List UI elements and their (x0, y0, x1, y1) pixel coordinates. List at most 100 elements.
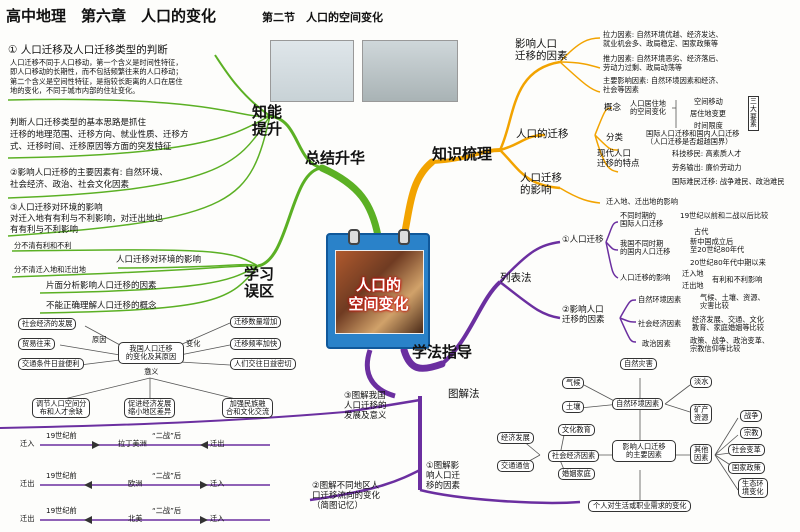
m1-row-sub: 新中国成立后 至20世纪80年代 (690, 237, 745, 255)
error-item: 人口迁移对环境的影响 (116, 255, 202, 265)
factor-center-node: 影响人口迁移 的主要因素 (612, 440, 676, 462)
impact-body: 迁入地、迁出地的影响 (606, 197, 678, 206)
table-item-1: ①人口迁移 (562, 235, 604, 245)
factor-push: 推力因素: 自然环境恶劣、经济落后、 劳动力过剩、政局动荡等 (603, 54, 723, 72)
change-node: 迁移频率加快 (230, 338, 282, 350)
error-item: 不能正确理解人口迁移的概念 (46, 301, 157, 311)
social-item: 交通通信 (497, 460, 534, 472)
personal-factor-node: 个人对生活或职业需求的变化 (588, 500, 692, 512)
modern-item: 国际难民迁移: 战争难民、政治难民 (672, 177, 785, 186)
diagram-method-label: 图解法 (448, 388, 480, 400)
binder-ring-icon (348, 229, 360, 245)
migration-cartoon-image (270, 40, 354, 102)
central-topic-card: 人口的 空间变化 (326, 229, 430, 349)
summary-branch-label: 总结升华 (305, 149, 366, 167)
concept-label: 概念 (604, 103, 622, 113)
element-item: 居住地变更 (690, 109, 726, 118)
factor-main: 主要影响因素: 自然环境因素和经济、 社会等因素 (603, 76, 723, 94)
m1-row-sub: 迁出地 (682, 281, 704, 290)
factor-pull: 拉力因素: 自然环境优越、经济发达、 就业机会多、政局稳定、国家政策等 (603, 30, 723, 48)
reason-node: 交通条件日益便利 (18, 358, 84, 370)
knowledge-branch-label: 知识梳理 (432, 145, 493, 163)
element-item: 空间移动 (694, 97, 723, 106)
ability-point-2: ②影响人口迁移的主要因素有: 自然环境、 社会经济、政治、社会文化因素 (10, 168, 168, 190)
method-branch-label: 学法指导 (412, 343, 473, 361)
m1-row-note: 有利和不利影响 (712, 275, 763, 284)
m2-row-sub: 政策、战争、政治变革、 宗教信仰等比较 (690, 336, 770, 354)
reason-label: 原因 (92, 335, 107, 344)
meaning-node: 调节人口空间分 布和人才余缺 (32, 398, 91, 418)
m2-row-label: 社会经济因素 (638, 319, 682, 328)
section-subtitle: 第二节 人口的空间变化 (262, 11, 383, 24)
m1-row-sub: 20世纪80年代中期以来 (690, 258, 766, 267)
meaning-node: 促进经济发展 缩小地区差异 (124, 398, 176, 418)
page-title: 高中地理 第六章 人口的变化 (6, 7, 217, 25)
social-item: 婚姻家庭 (558, 468, 595, 480)
classify-label: 分类 (606, 133, 624, 143)
flow-region: 北美 (128, 514, 143, 523)
change-node: 迁移数量增加 (230, 316, 282, 328)
m1-row-sub: 古代 (694, 227, 709, 236)
error-branch-label: 学习 误区 (244, 265, 275, 301)
diagram-item-3: ③图解我国 人口迁移的 发展及意义 (344, 391, 387, 421)
flow-after: “二战”后 (152, 431, 182, 440)
china-center-node: 我国人口迁移 的变化及其原因 (118, 342, 184, 364)
natural-item: 淡水 (690, 376, 713, 388)
migration-branch-label: 人口的迁移 (516, 128, 569, 140)
flow-right: 迁出 (210, 439, 225, 448)
classify-body: 国际人口迁移和国内人口迁移 （人口迁移是否超越国界） (646, 129, 740, 147)
table-item-2: ②影响人口 迁移的因素 (562, 305, 605, 325)
flow-right: 迁入 (210, 479, 225, 488)
error-item: 片面分析影响人口迁移的因素 (46, 281, 157, 291)
other-item: 国家政策 (728, 462, 765, 474)
flow-before: 19世纪前 (46, 431, 77, 440)
flow-before: 19世纪前 (46, 471, 77, 480)
m2-row-label: 自然环境因素 (638, 295, 682, 304)
m1-row-sub: 19世纪以前和二战以后比较 (680, 211, 769, 220)
reason-node: 贸易往来 (18, 338, 55, 350)
three-elements-label: 三 大 要 素 (748, 96, 759, 132)
change-label: 变化 (186, 339, 201, 348)
ability-point-1-title: ① 人口迁移及人口迁移类型的判断 (8, 44, 168, 56)
crowd-photo (335, 250, 424, 334)
meaning-label: 意义 (144, 367, 159, 376)
ability-point-1-body: 人口迁移不同于人口移动，第一个含义是时间性特征， 即人口移动的长期性，而不包括频… (10, 58, 183, 96)
social-item: 文化教育 (558, 424, 595, 436)
m1-row-label: 不同时期的 国际人口迁移 (620, 211, 664, 229)
meaning-node: 加强民族融 合和文化交流 (222, 398, 274, 418)
modern-item: 科技移民: 高素质人才 (672, 149, 742, 158)
error-item: 分不清迁入地和迁出地 (14, 265, 86, 274)
flow-after: “二战”后 (152, 506, 182, 515)
modern-features-label: 现代人口 迁移的特点 (597, 149, 640, 169)
flow-left: 迁入 (20, 439, 35, 448)
ability-point-3: ③人口迁移对环境的影响 对迁入地有有利与不利影响，对迁出地也 有有利与不利影响 (10, 203, 164, 236)
flow-after: “二战”后 (152, 471, 182, 480)
m1-row-label: 我国不同时期 的国内人口迁移 (620, 239, 671, 257)
other-item: 生态环 境变化 (738, 478, 768, 498)
table-method-label: 列表法 (500, 272, 532, 284)
natural-item: 矿产 资源 (690, 404, 713, 424)
flow-region: 拉丁美洲 (118, 439, 147, 448)
modern-item: 劳务输出: 廉价劳动力 (672, 163, 742, 172)
flow-left: 迁出 (20, 479, 35, 488)
natural-item: 气候 (562, 377, 585, 389)
central-topic-title: 人口的 空间变化 (348, 276, 409, 313)
m2-row-sub: 气候、土壤、资源、 灾害比较 (700, 293, 765, 311)
social-item: 经济发展 (497, 432, 534, 444)
flow-region: 欧洲 (128, 479, 143, 488)
other-item: 战争 (740, 410, 763, 422)
element-item: 时间限度 (694, 121, 723, 130)
ability-point-1-extra: 判断人口迁移类型的基本思路是抓住 迁移的地理范围、迁移方向、就业性质、迁移方 式… (10, 118, 189, 152)
m2-row-label: 政治因素 (642, 339, 671, 348)
social-factor-node: 社会经济因素 (548, 450, 600, 462)
flow-before: 19世纪前 (46, 506, 77, 515)
binder-ring-icon (398, 229, 410, 245)
other-item: 社会变革 (728, 444, 765, 456)
change-node: 人们交往日益密切 (230, 358, 296, 370)
natural-item: 土壤 (562, 401, 585, 413)
diagram-item-2: ②图解不同地区人 口迁移流向的变化 （简图记忆） (312, 481, 381, 511)
natural-item: 自然灾害 (620, 358, 657, 370)
m2-row-sub: 经济发展、交通、文化 教育、家庭婚姻等比较 (692, 315, 764, 333)
flow-right: 迁入 (210, 514, 225, 523)
